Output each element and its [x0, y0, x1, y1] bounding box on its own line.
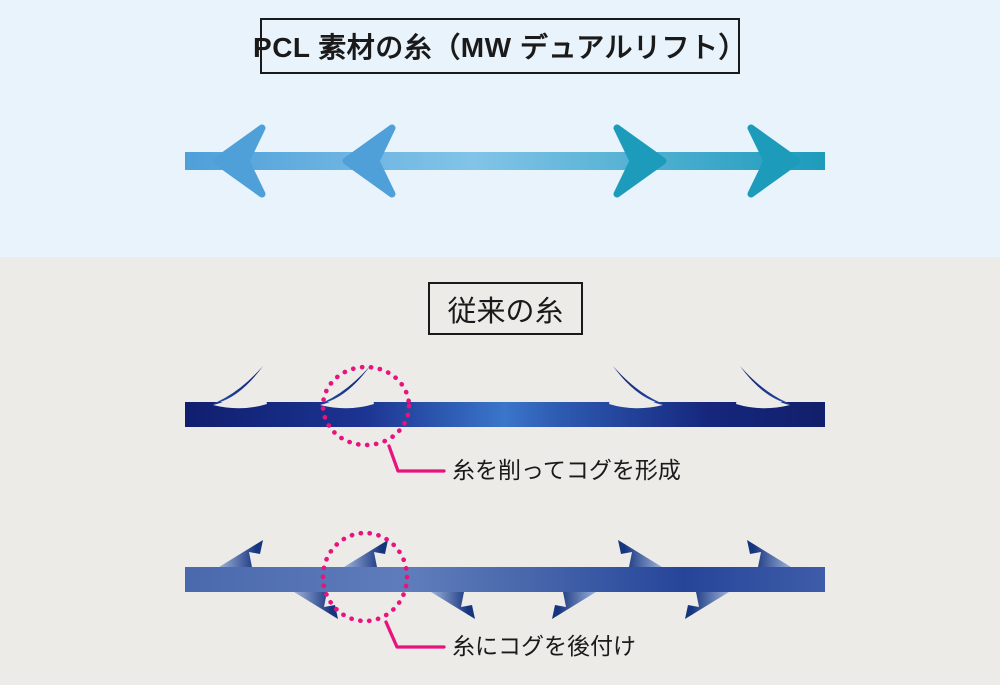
conventional-section-background: [0, 257, 1000, 685]
shaved-cog: [736, 366, 790, 409]
attached-thread-bar: [185, 567, 825, 592]
shaved-thread-bar: [185, 402, 825, 427]
pcl-section-background: [0, 0, 1000, 257]
pcl-thread-illustration: [185, 124, 825, 198]
attached-cog-thread-illustration: [185, 540, 825, 619]
left-arrowhead-icon: [342, 124, 396, 198]
pcl-title-box: PCL 素材の糸（MW デュアルリフト）: [253, 18, 746, 74]
attached-cog-label: 糸にコグを後付け: [452, 633, 636, 659]
highlight-circle-shaved-cog: [320, 364, 412, 448]
conventional-title: 従来の糸: [447, 295, 564, 328]
attached-cog: [747, 540, 791, 567]
right-arrowhead-icon: [747, 124, 801, 198]
pcl-title: PCL 素材の糸（MW デュアルリフト）: [253, 32, 747, 63]
shaved-cog: [609, 366, 663, 409]
attached-cog: [294, 592, 338, 619]
shaved-cog: [213, 366, 267, 409]
shaved-cog-thread-illustration: [185, 366, 825, 427]
leader-line-shaved-cog: [387, 444, 446, 473]
leader-line-attached-cog: [384, 620, 446, 649]
attached-cog: [552, 592, 596, 619]
pcl-thread-bar: [185, 152, 825, 170]
attached-cog: [344, 540, 388, 567]
attached-cog: [618, 540, 662, 567]
attached-cog: [219, 540, 263, 567]
conventional-title-box: 従来の糸: [428, 282, 583, 335]
shaved-cog-label: 糸を削ってコグを形成: [452, 457, 681, 483]
attached-cog: [685, 592, 729, 619]
highlight-circle-attached-cog: [320, 530, 410, 624]
attached-cog: [431, 592, 475, 619]
left-arrowhead-icon: [212, 124, 266, 198]
right-arrowhead-icon: [613, 124, 667, 198]
